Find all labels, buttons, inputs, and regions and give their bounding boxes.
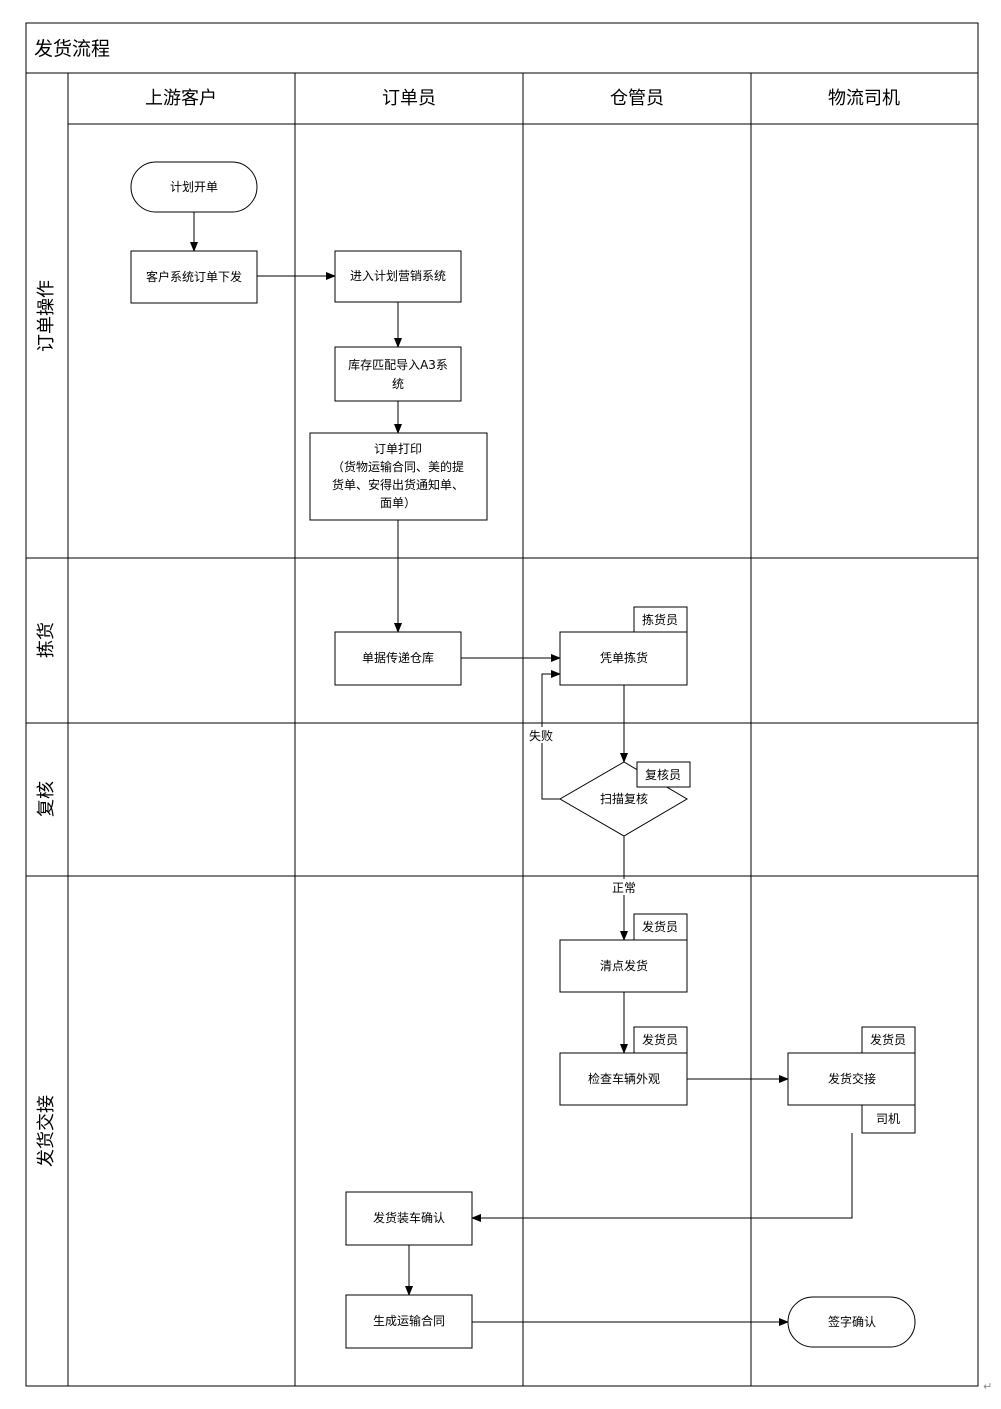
node-print-order: 订单打印 （货物运输合同、美的提 货单、安得出货通知单、 面单）: [309, 432, 488, 521]
node-print-order-label-line3: 货单、安得出货通知单、: [332, 477, 464, 492]
node-plan-order-label: 计划开单: [170, 180, 218, 194]
node-gen-contract-label: 生成运输合同: [373, 1313, 445, 1328]
node-deliver-docs-label: 单据传递仓库: [362, 650, 434, 665]
role-tag-shipper-vehicle: 发货员: [642, 1032, 678, 1047]
paragraph-mark-icon: ↵: [983, 1380, 992, 1393]
node-print-order-label-line1: 订单打印: [374, 442, 422, 456]
role-tag-shipper-count-box: [633, 913, 688, 941]
column-header-upstream-customer: 上游客户: [145, 88, 217, 109]
node-scan-check: 扫描复核 复核员: [559, 761, 691, 837]
node-pick-label: 凭单拣货: [600, 650, 648, 665]
edge-label-fail: 失败: [529, 728, 553, 743]
column-header-warehouse-keeper: 仓管员: [610, 88, 664, 109]
node-handover: 发货交接 发货员 司机: [787, 1026, 916, 1134]
phase-label-recheck: 复核: [36, 781, 57, 817]
node-print-order-label-line2: （货物运输合同、美的提: [332, 459, 464, 474]
node-count-ship: 清点发货 发货员: [559, 913, 688, 993]
node-deliver-docs: 单据传递仓库: [334, 631, 462, 686]
role-tag-checker: 复核员: [645, 768, 681, 782]
node-stock-match-label-line1: 库存匹配导入A3系: [348, 357, 448, 372]
role-tag-shipper-handover: 发货员: [870, 1032, 906, 1047]
node-customer-issue: 客户系统订单下发: [130, 250, 258, 304]
role-tag-checker-box: [636, 761, 691, 788]
phase-label-picking: 拣货: [36, 622, 57, 658]
node-count-ship-label: 清点发货: [600, 958, 648, 973]
column-header-order-clerk: 订单员: [382, 88, 436, 109]
node-stock-match: 库存匹配导入A3系 统: [334, 346, 462, 402]
role-tag-driver: 司机: [876, 1112, 900, 1126]
role-tag-shipper-handover-box: [861, 1026, 916, 1054]
arrow-handover-to-load-confirm: [471, 1133, 853, 1222]
node-handover-label: 发货交接: [828, 1071, 876, 1086]
role-tag-picker: 拣货员: [642, 612, 678, 627]
node-enter-system-label: 进入计划营销系统: [350, 269, 446, 283]
role-tag-shipper-count: 发货员: [642, 919, 678, 934]
column-header-logistics-driver: 物流司机: [828, 88, 900, 109]
role-tag-picker-box: [633, 606, 688, 633]
node-scan-check-label: 扫描复核: [600, 792, 648, 806]
phase-label-order-operation: 订单操作: [36, 280, 57, 352]
node-customer-issue-label: 客户系统订单下发: [146, 269, 242, 284]
role-tag-driver-box: [861, 1104, 916, 1134]
node-sign-confirm-label: 签字确认: [828, 1314, 876, 1329]
node-stock-match-label-line2: 统: [392, 377, 404, 391]
node-check-vehicle-label: 检查车辆外观: [588, 1071, 660, 1086]
swimlane-grid: [25, 22, 979, 1387]
node-check-vehicle: 检查车辆外观 发货员: [559, 1026, 688, 1106]
phase-label-handover: 发货交接: [36, 1095, 57, 1167]
node-enter-system: 进入计划营销系统: [334, 250, 462, 303]
node-sign-confirm: 签字确认: [787, 1296, 916, 1348]
diagram-title: 发货流程: [34, 38, 110, 60]
node-print-order-label-line4: 面单）: [380, 496, 416, 510]
node-pick: 凭单拣货 拣货员: [559, 606, 688, 686]
node-load-confirm-label: 发货装车确认: [373, 1210, 445, 1225]
node-plan-order: 计划开单: [130, 161, 258, 213]
role-tag-shipper-vehicle-box: [633, 1026, 688, 1054]
edge-label-normal: 正常: [612, 881, 636, 895]
node-gen-contract: 生成运输合同: [345, 1294, 473, 1349]
node-load-confirm: 发货装车确认: [345, 1191, 473, 1246]
